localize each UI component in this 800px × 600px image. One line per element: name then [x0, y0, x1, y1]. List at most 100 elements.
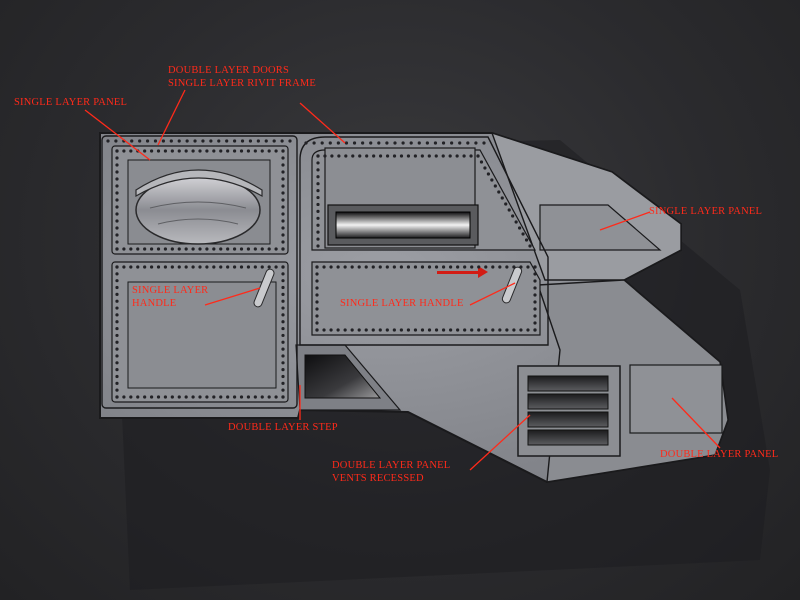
rivet — [316, 195, 320, 200]
rivet — [246, 149, 251, 153]
label-double-layer-panel-vents-line2: VENTS RECESSED — [332, 473, 424, 484]
rivet — [256, 139, 260, 143]
rivet — [149, 247, 154, 251]
rivet — [156, 265, 161, 269]
rivet — [484, 328, 488, 332]
rivet — [153, 139, 158, 143]
rivet — [493, 184, 497, 188]
rivet — [441, 154, 445, 158]
rivet — [399, 328, 403, 332]
rivet — [351, 154, 355, 158]
label-double-layer-panel-vents-line1: DOUBLE LAYER PANEL — [332, 460, 451, 471]
rivet — [449, 265, 453, 269]
rivet — [477, 265, 481, 269]
rivet — [281, 381, 285, 385]
rivet — [316, 189, 320, 193]
rivet — [177, 139, 181, 143]
rivet — [191, 149, 195, 153]
rivet — [163, 265, 168, 269]
rivet — [350, 265, 354, 269]
label-double-layer-doors: DOUBLE LAYER DOORS — [168, 65, 290, 76]
rivet — [406, 328, 411, 332]
rivet — [170, 247, 174, 251]
rivet — [343, 328, 347, 332]
rivet — [115, 340, 119, 344]
rivet — [312, 141, 316, 145]
rivet — [170, 395, 174, 399]
rivet — [528, 244, 532, 248]
rivet — [149, 149, 154, 153]
rivet — [115, 285, 119, 290]
rivet — [316, 168, 320, 172]
rivet — [246, 395, 251, 399]
rivet — [315, 321, 319, 325]
rivet — [163, 395, 168, 399]
label-single-layer-handle-left-line2: HANDLE — [132, 298, 177, 309]
rivet — [378, 328, 382, 332]
rivet — [267, 395, 271, 399]
rivet — [505, 328, 509, 332]
rivet — [361, 141, 365, 145]
rivet — [264, 139, 268, 143]
rivet — [514, 220, 518, 224]
rivet — [477, 328, 481, 332]
rivet — [315, 286, 319, 290]
rivet — [329, 265, 333, 269]
rivet — [441, 265, 446, 269]
rivet — [267, 149, 271, 153]
double-layer-step-shape — [304, 354, 382, 399]
rivet — [420, 154, 424, 158]
rivet — [315, 314, 319, 318]
rivet — [185, 139, 189, 143]
label-single-layer-rivit-frame: SINGLE LAYER RIVIT FRAME — [168, 78, 317, 89]
rivet — [281, 163, 285, 167]
rivet — [281, 374, 285, 379]
rivet — [130, 139, 134, 143]
rivet — [462, 154, 466, 158]
rivet — [191, 395, 195, 399]
rivet — [450, 141, 454, 145]
leader-double-layer-doors-left — [157, 89, 186, 146]
rivet — [456, 265, 460, 269]
rivet — [498, 265, 502, 269]
rivet — [533, 265, 537, 269]
rivet — [281, 388, 285, 392]
rivet — [505, 265, 509, 269]
rivet — [427, 328, 432, 332]
rivet — [322, 328, 326, 332]
rivet — [393, 141, 397, 145]
rivet — [170, 149, 174, 153]
rivet — [378, 265, 382, 269]
rivet — [274, 395, 278, 399]
left-door-frame — [101, 135, 298, 409]
rivet — [315, 272, 319, 276]
rivet — [219, 149, 223, 153]
rivet — [177, 247, 181, 251]
rivet — [491, 328, 495, 332]
rivet — [198, 149, 202, 153]
rivet — [246, 265, 251, 269]
rivet — [281, 219, 285, 223]
rivet — [115, 170, 119, 174]
rivet — [115, 272, 119, 276]
rivet — [115, 279, 119, 283]
rivet — [500, 196, 504, 200]
rivet — [115, 226, 119, 230]
rivet — [533, 293, 537, 297]
rivet — [281, 156, 285, 160]
rivet — [344, 154, 348, 158]
rivet — [526, 265, 530, 269]
rivet — [115, 395, 119, 399]
rivet — [413, 265, 418, 269]
rivet — [281, 226, 285, 230]
rivet — [519, 328, 523, 332]
rivet — [281, 279, 285, 283]
rivet — [507, 208, 511, 212]
label-double-layer-step: DOUBLE LAYER STEP — [228, 422, 338, 433]
rivet — [337, 154, 341, 158]
rivet — [143, 247, 147, 251]
rivet — [240, 139, 245, 143]
rivet — [392, 265, 396, 269]
red-arrow-decal — [437, 266, 488, 278]
rivet — [315, 293, 319, 297]
